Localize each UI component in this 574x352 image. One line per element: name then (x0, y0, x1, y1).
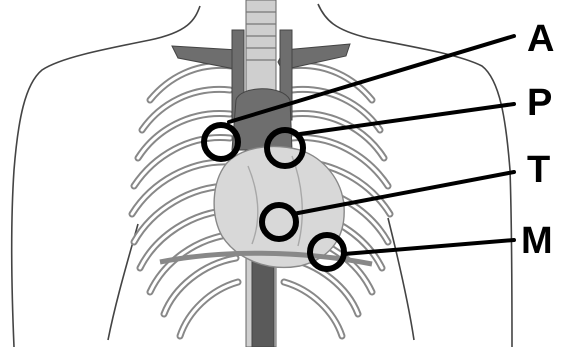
label-m: M (521, 222, 553, 260)
label-a: A (527, 20, 554, 58)
label-p: P (527, 84, 552, 122)
label-t: T (527, 151, 550, 189)
